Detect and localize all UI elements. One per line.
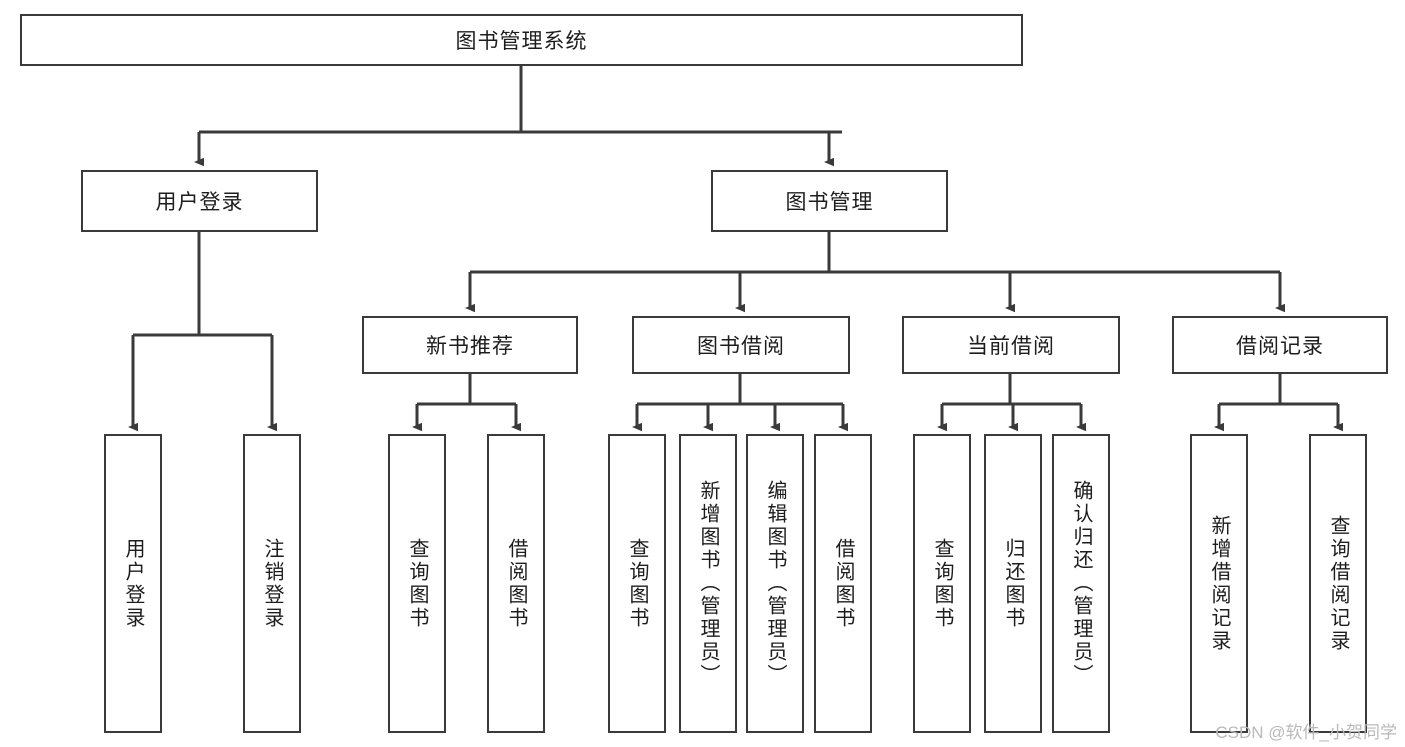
- node-label: 用户登录: [122, 537, 144, 630]
- leaf-add-borrow-record[interactable]: 新增借阅记录: [1190, 434, 1248, 733]
- node-borrow-record[interactable]: 借阅记录: [1172, 316, 1388, 374]
- node-label: 借阅图书: [832, 537, 854, 630]
- node-label: 图书管理: [785, 191, 874, 214]
- node-label: 用户登录: [155, 191, 244, 214]
- leaf-query-book-2[interactable]: 查询图书: [608, 434, 666, 733]
- node-label: 当前借阅: [967, 335, 1055, 358]
- node-label: 查询图书: [626, 537, 648, 630]
- leaf-confirm-return-admin[interactable]: 确认归还（管理员）: [1052, 434, 1110, 733]
- node-label: 借阅记录: [1236, 335, 1324, 358]
- leaf-borrow-book-2[interactable]: 借阅图书: [814, 434, 872, 733]
- node-label: 编辑图书（管理员）: [764, 480, 786, 687]
- node-label: 查询借阅记录: [1327, 514, 1349, 653]
- node-label: 新增借阅记录: [1208, 514, 1230, 653]
- leaf-query-book-3[interactable]: 查询图书: [913, 434, 971, 733]
- node-new-book-recommend[interactable]: 新书推荐: [362, 316, 578, 374]
- node-label: 注销登录: [261, 537, 283, 630]
- node-label: 新书推荐: [426, 335, 514, 358]
- node-label: 确认归还（管理员）: [1070, 480, 1092, 687]
- leaf-edit-book-admin[interactable]: 编辑图书（管理员）: [746, 434, 804, 733]
- node-label: 图书管理系统: [455, 30, 588, 53]
- node-label: 归还图书: [1002, 537, 1024, 630]
- node-label: 查询图书: [406, 537, 428, 630]
- csdn-watermark: CSDN @软件_小贺同学: [1215, 723, 1397, 742]
- leaf-return-book[interactable]: 归还图书: [984, 434, 1042, 733]
- leaf-query-borrow-record[interactable]: 查询借阅记录: [1309, 434, 1367, 733]
- leaf-user-logout[interactable]: 注销登录: [243, 434, 301, 733]
- node-current-borrow[interactable]: 当前借阅: [902, 316, 1120, 374]
- node-book-management[interactable]: 图书管理: [711, 170, 948, 232]
- leaf-user-login[interactable]: 用户登录: [104, 434, 162, 733]
- node-label: 借阅图书: [505, 537, 527, 630]
- node-book-borrow[interactable]: 图书借阅: [632, 316, 850, 374]
- node-label: 查询图书: [931, 537, 953, 630]
- node-label: 图书借阅: [697, 335, 785, 358]
- leaf-borrow-book-1[interactable]: 借阅图书: [487, 434, 545, 733]
- leaf-query-book-1[interactable]: 查询图书: [388, 434, 446, 733]
- node-label: 新增图书（管理员）: [697, 480, 719, 687]
- node-root-system[interactable]: 图书管理系统: [20, 14, 1023, 66]
- node-user-login[interactable]: 用户登录: [81, 170, 318, 232]
- leaf-add-book-admin[interactable]: 新增图书（管理员）: [679, 434, 737, 733]
